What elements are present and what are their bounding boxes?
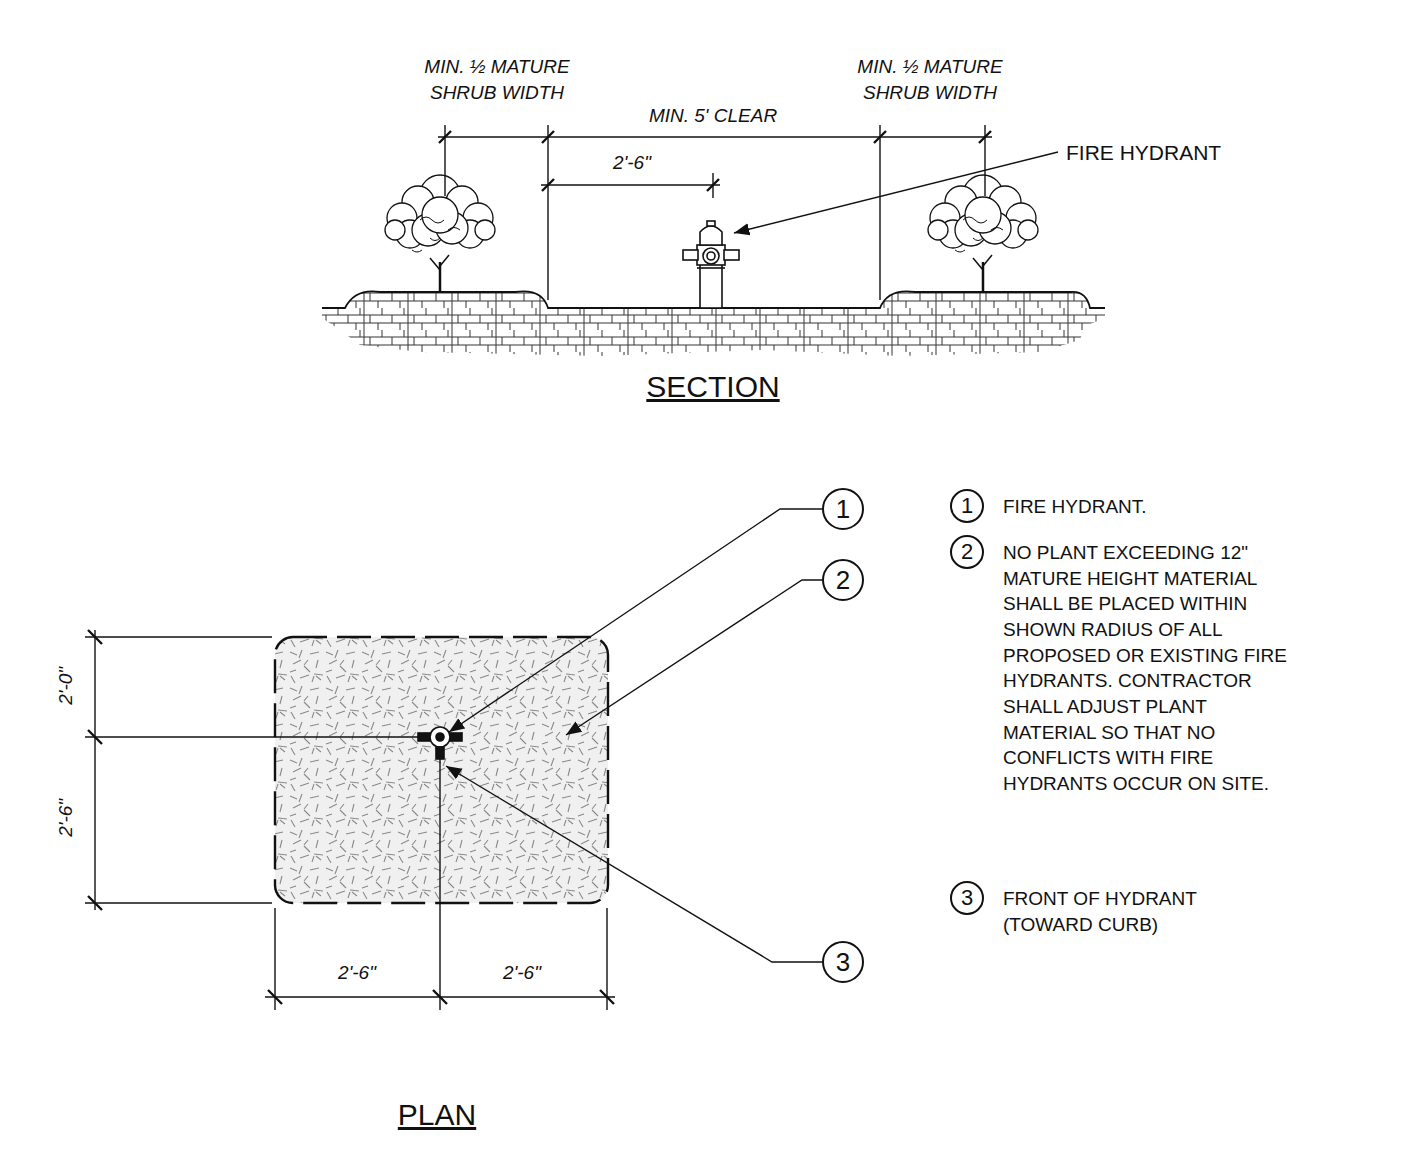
callout-number: 1 xyxy=(836,496,850,522)
callout-number: 1 xyxy=(961,495,973,517)
part-label: FIRE HYDRANT xyxy=(1066,139,1221,167)
callout-circle: 3 xyxy=(822,941,864,983)
callout-number: 2 xyxy=(836,567,850,593)
note-text: FIRE HYDRANT. xyxy=(1003,494,1147,520)
shrub xyxy=(385,175,495,292)
hydrant-symbol xyxy=(418,727,462,759)
dimension-label: MIN. ½ MATURE SHRUB WIDTH xyxy=(407,54,587,105)
dimension-label: 2'-6" xyxy=(53,799,79,837)
dimension-label: 2'-6" xyxy=(338,960,376,986)
callout-circle: 2 xyxy=(950,535,984,569)
note-text: FRONT OF HYDRANT (TOWARD CURB) xyxy=(1003,886,1238,937)
dimension-label: 2'-6" xyxy=(503,960,541,986)
dimension-label: 2'-0" xyxy=(53,667,79,705)
callout-circle: 1 xyxy=(950,489,984,523)
callout-circle: 2 xyxy=(822,559,864,601)
clear-zone xyxy=(275,637,608,903)
view-title: SECTION xyxy=(646,367,779,408)
note-text: NO PLANT EXCEEDING 12" MATURE HEIGHT MAT… xyxy=(1003,540,1291,797)
shrub xyxy=(928,175,1038,292)
callout-circle: 1 xyxy=(822,488,864,530)
leader-line xyxy=(734,152,1058,233)
dimension-label: 2'-6" xyxy=(613,150,651,176)
dimension-lines xyxy=(438,125,992,300)
fire-hydrant xyxy=(683,221,739,308)
callout-circle: 3 xyxy=(950,881,984,915)
dimension-label: MIN. ½ MATURE SHRUB WIDTH xyxy=(840,54,1020,105)
callout-number: 3 xyxy=(961,887,973,909)
leader-line xyxy=(446,509,822,962)
dimension-label: MIN. 5' CLEAR xyxy=(649,103,777,129)
view-title: PLAN xyxy=(398,1095,476,1136)
callout-number: 2 xyxy=(961,541,973,563)
callout-number: 3 xyxy=(836,949,850,975)
